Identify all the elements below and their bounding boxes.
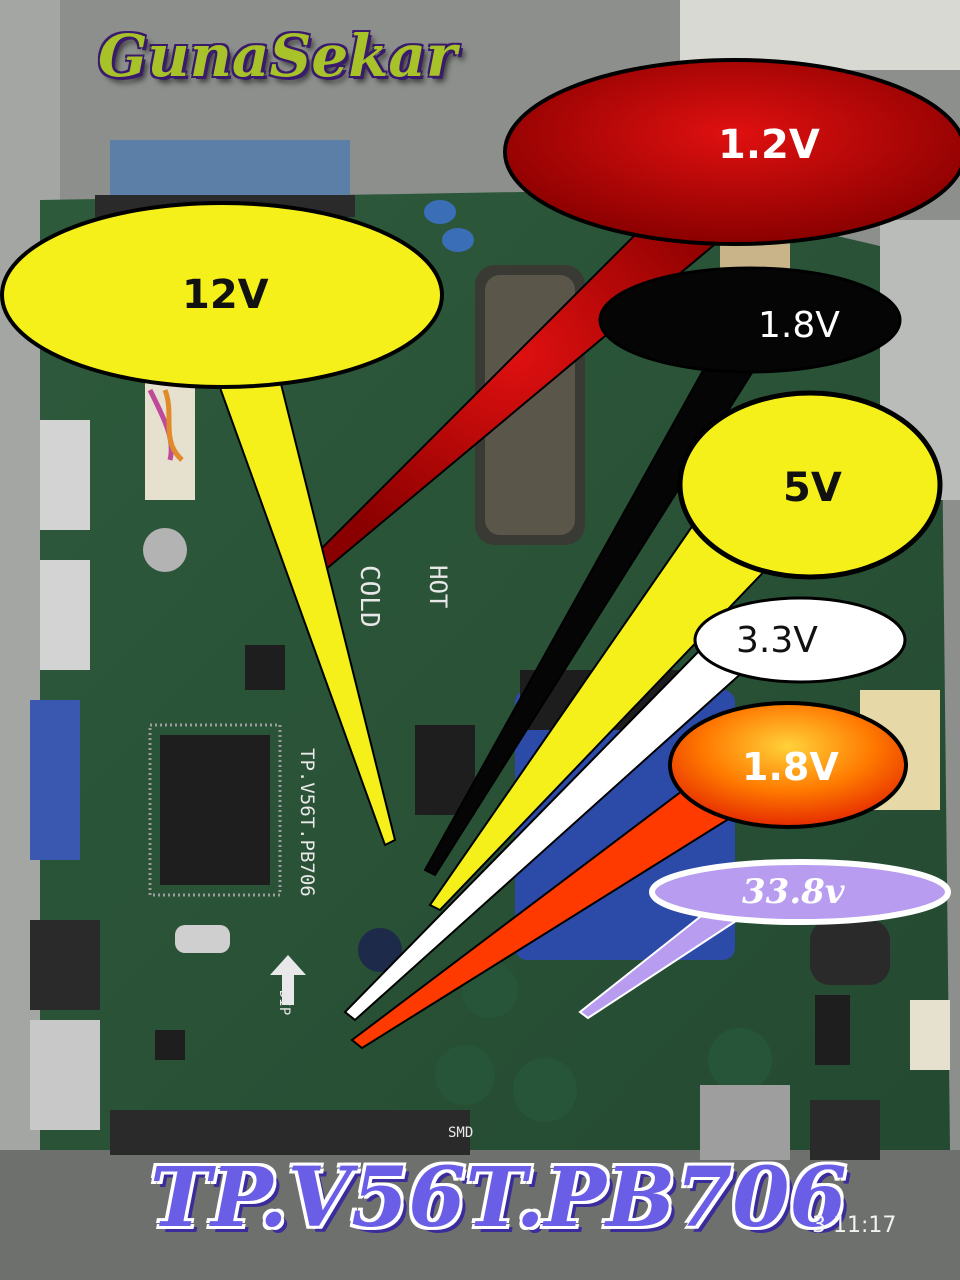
silkscreen-cold: COLD [354, 565, 384, 628]
ceramic-capacitor [424, 200, 456, 224]
callout-1-8v-black-bubble [598, 266, 902, 374]
callout-12v-label: 12V [182, 272, 269, 318]
soc-chip [160, 735, 270, 885]
callout-1-2v-bubble [503, 58, 960, 246]
callout-1-8v-orange-label: 1.8V [742, 745, 839, 789]
soc-pins [148, 723, 282, 897]
photo-timestamp: 3 11:17 [812, 1213, 897, 1238]
callout-12v-bubble [0, 201, 444, 389]
callout-5v-label: 5V [783, 465, 842, 511]
hdmi-port [40, 560, 90, 670]
callout-1-8v-black-label: 1.8V [758, 305, 840, 346]
wire [162, 389, 184, 462]
usb-port [30, 1020, 100, 1130]
usb-port [700, 1085, 790, 1160]
chassis-bottom [0, 1150, 960, 1280]
silkscreen-hot: HOT [424, 565, 452, 609]
capacitor [435, 1045, 495, 1105]
trimmer [143, 528, 187, 572]
capacitor [513, 1058, 577, 1122]
ic-chip [815, 995, 850, 1065]
ic-chip [245, 645, 285, 690]
vga-port [30, 700, 80, 860]
hdmi-port [40, 420, 90, 530]
crystal-oscillator [175, 925, 230, 953]
capacitor [708, 1028, 772, 1092]
callout-3-3v-label: 3.3V [736, 620, 818, 661]
av-jack [30, 920, 100, 1010]
silkscreen-smd: SMD [448, 1125, 474, 1141]
callout-33-8v-bubble [649, 859, 951, 925]
callout-33-8v-label: 33.8v [742, 872, 845, 912]
callout-3-3v-bubble [693, 596, 907, 684]
silkscreen-dip: DIP [276, 990, 292, 1016]
callout-1-8v-orange-bubble [668, 701, 908, 829]
ceramic-capacitor [442, 228, 474, 252]
capacitor [810, 920, 890, 985]
audio-jack [810, 1100, 880, 1160]
arrow-silkscreen [270, 955, 306, 1005]
callout-5v-bubble [677, 390, 943, 580]
ic-chip [155, 1030, 185, 1060]
board-model-title: TP.V56T.PB706 [150, 1150, 847, 1246]
connector-strip [110, 1110, 470, 1155]
silkscreen-model: TP.V56T.PB706 [296, 748, 318, 897]
capacitor [358, 928, 402, 972]
speaker-connector [910, 1000, 950, 1070]
callout-1-2v-label: 1.2V [718, 122, 820, 168]
author-watermark: GunaSekar [98, 22, 457, 90]
